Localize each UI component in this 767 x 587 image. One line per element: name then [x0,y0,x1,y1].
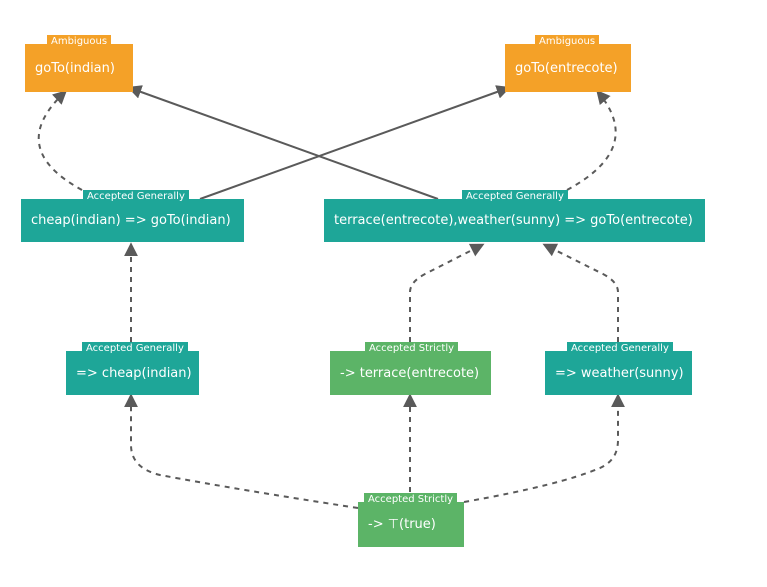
support-edge-weather-to-rule-entrecote [542,243,619,342]
support-edge-true-to-cheap-indian [124,393,359,509]
support-edge-true-to-weather [463,393,625,503]
node-status-badge: Accepted Generally [567,342,673,355]
node-status-badge: Accepted Strictly [364,493,458,506]
attack-edge-rule-entrecote-to-goto-indian [127,85,439,200]
node-rule-entrecote[interactable]: Accepted Generally terrace(entrecote),we… [324,190,705,242]
node-weather-sunny[interactable]: Accepted Generally => weather(sunny) [545,342,692,395]
node-status-badge: Accepted Generally [462,190,568,203]
node-label: goTo(entrecote) [515,60,618,76]
attack-edge-rule-indian-to-goto-entrecote [199,85,511,200]
node-rule-indian[interactable]: Accepted Generally cheap(indian) => goTo… [21,190,244,242]
node-status-badge: Ambiguous [47,35,112,48]
node-label: terrace(entrecote),weather(sunny) => goT… [334,213,693,228]
node-status-badge: Accepted Strictly [365,342,459,355]
node-goto-indian[interactable]: Ambiguous goTo(indian) [25,35,133,92]
node-label: -> ⊤(true) [368,517,436,532]
node-label: goTo(indian) [35,60,115,76]
node-label: -> terrace(entrecote) [340,365,480,381]
node-label: => cheap(indian) [76,365,192,381]
node-goto-entrecote[interactable]: Ambiguous goTo(entrecote) [505,35,631,92]
node-label: => weather(sunny) [555,365,684,381]
node-terrace-entrecote[interactable]: Accepted Strictly -> terrace(entrecote) [330,342,491,395]
node-status-badge: Accepted Generally [82,342,188,355]
support-edge-terrace-to-rule-entrecote [409,243,485,342]
support-edge-rule-indian-to-goto-indian [37,90,83,191]
node-cheap-indian[interactable]: Accepted Generally => cheap(indian) [66,342,199,395]
node-label: cheap(indian) => goTo(indian) [31,213,231,228]
node-status-badge: Accepted Generally [83,190,189,203]
node-status-badge: Ambiguous [535,35,600,48]
node-top-true[interactable]: Accepted Strictly -> ⊤(true) [358,493,464,547]
support-edge-rule-entrecote-to-goto-entrecote [566,89,617,191]
